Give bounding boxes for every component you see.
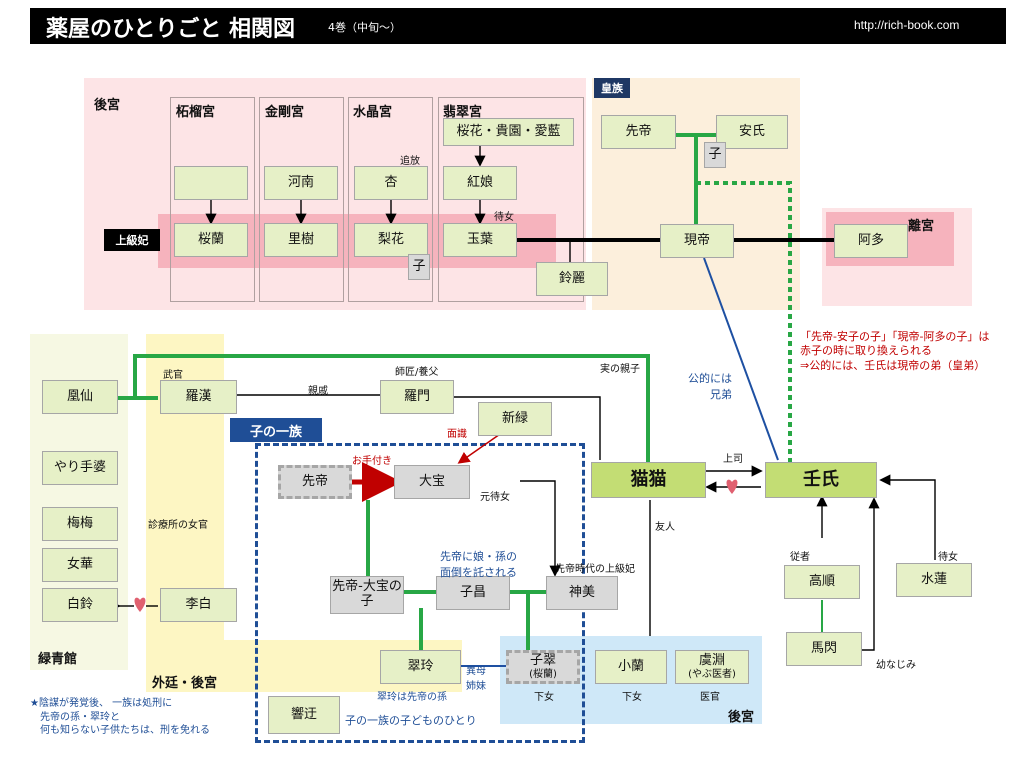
- person-suirei[interactable]: 翠玲: [380, 650, 461, 684]
- person-rakan[interactable]: 羅漢: [160, 380, 237, 414]
- note-swap: 「先帝-安子の子」「現帝-阿多の子」は 赤子の時に取り換えられる ⇒公的には、壬…: [800, 330, 990, 372]
- person-rihaku[interactable]: 李白: [160, 588, 237, 622]
- header-bar: [30, 8, 1006, 44]
- person-ata[interactable]: 阿多: [834, 224, 908, 258]
- person-suiren[interactable]: 水蓮: [896, 563, 972, 597]
- label-koyu: 皇族: [594, 78, 630, 98]
- label-jusha: 従者: [790, 552, 810, 563]
- label-kokyu-top: 後宮: [94, 98, 121, 113]
- label-jokyuhi: 上級妃: [104, 229, 160, 251]
- person-shinryoku[interactable]: 新緑: [478, 402, 552, 436]
- label-jijo1: 待女: [494, 212, 514, 223]
- person-maomao[interactable]: 猫猫: [591, 462, 706, 498]
- label-shinseki: 親戚: [308, 386, 328, 397]
- person-konyan[interactable]: 紅娘: [443, 166, 517, 200]
- label-bukan: 武官: [163, 370, 183, 381]
- label-kajo2: 下女: [622, 692, 642, 703]
- person-jinshi[interactable]: 壬氏: [765, 462, 877, 498]
- person-gyoen-note: (やぶ医者): [688, 668, 736, 680]
- person-shinbi[interactable]: 神美: [546, 576, 618, 610]
- person-anshi[interactable]: 安氏: [716, 115, 788, 149]
- label-joshi: 上司: [723, 454, 743, 465]
- palace-name-hisui: 翡翠宮: [443, 105, 483, 120]
- person-sentei-ichizoku[interactable]: 先帝: [278, 465, 352, 499]
- person-rika[interactable]: 梨花: [354, 223, 428, 257]
- label-kajo: 下女: [534, 692, 554, 703]
- person-sentei[interactable]: 先帝: [601, 115, 676, 149]
- label-jitsu-oyako: 実の親子: [600, 364, 640, 375]
- person-ouran[interactable]: 桜蘭: [174, 223, 248, 257]
- palace-name-sakuro: 柘榴宮: [176, 105, 216, 120]
- person-rinrei[interactable]: 鈴麗: [536, 262, 608, 296]
- label-suirei-note: 翠玲は先帝の孫: [377, 692, 447, 703]
- label-kokyu-bottom: 後宮: [728, 710, 755, 725]
- palace-name-kongo: 金剛宮: [265, 105, 305, 120]
- label-osananajimi: 幼なじみ: [876, 660, 916, 671]
- label-rokusei: 緑青館: [38, 652, 78, 667]
- person-ramon[interactable]: 羅門: [380, 380, 454, 414]
- person-pairin[interactable]: 白鈴: [42, 588, 118, 622]
- note-execution: ★陰謀が発覚後、 一族は処刑に 先帝の孫・翠玲と 何も知らない子供たちは、刑を免…: [30, 698, 210, 736]
- person-joka[interactable]: 女華: [42, 548, 118, 582]
- label-menshiki: 面識: [447, 429, 467, 440]
- palace-name-suisho: 水晶宮: [353, 105, 393, 120]
- label-ishi: 医官: [700, 692, 720, 703]
- person-sentei-taiho-child[interactable]: 先帝-大宝の子: [330, 576, 404, 614]
- person-anshi-child[interactable]: 子: [704, 142, 726, 168]
- site-url[interactable]: http://rich-book.com: [854, 18, 960, 32]
- label-rikyu: 離宮: [908, 219, 935, 234]
- page-subtitle: 4巻（中旬〜）: [328, 21, 401, 34]
- person-fuusen[interactable]: 凰仙: [42, 380, 118, 414]
- palace-suisho: [348, 97, 433, 302]
- person-kyo[interactable]: 杏: [354, 166, 428, 200]
- label-ko-no-ichizoku: 子の一族: [230, 418, 322, 442]
- person-hisui-maids[interactable]: 桜花・貴園・愛藍: [443, 118, 574, 146]
- label-ibo: 異母 姉妹: [466, 666, 486, 692]
- person-konan[interactable]: 河南: [264, 166, 338, 200]
- person-rika-child[interactable]: 子: [408, 254, 430, 280]
- person-taiho[interactable]: 大宝: [394, 465, 470, 499]
- label-shinryo-jo: 診療所の女官: [148, 520, 208, 531]
- person-sakuro-former[interactable]: [174, 166, 248, 200]
- person-gyoen[interactable]: 虞淵 (やぶ医者): [675, 650, 749, 684]
- label-jijo2: 待女: [938, 552, 958, 563]
- label-musume-mago: 先帝に娘・孫の 面倒を託される: [440, 550, 517, 579]
- person-riju[interactable]: 里樹: [264, 223, 338, 257]
- label-sentei-jidai: 先帝時代の上級妃: [555, 564, 635, 575]
- label-kyoukyou-note: 子の一族の子どものひとり: [345, 714, 477, 727]
- person-shisui-name: 子翠: [529, 652, 556, 668]
- person-shisui-alias: (桜蘭): [529, 668, 557, 680]
- palace-sakuro: [170, 97, 255, 302]
- person-gyokuyou[interactable]: 玉葉: [443, 223, 517, 257]
- label-gaitei: 外廷・後宮: [152, 676, 218, 691]
- page-title: 薬屋のひとりごと 相関図: [46, 17, 296, 42]
- person-gyoen-name: 虞淵: [698, 652, 725, 668]
- label-otetsuki: お手付き: [352, 456, 392, 467]
- person-gentei[interactable]: 現帝: [660, 224, 734, 258]
- person-basen[interactable]: 馬閃: [786, 632, 862, 666]
- person-meimei[interactable]: 梅梅: [42, 507, 118, 541]
- person-kyoukyou[interactable]: 響迂: [268, 696, 340, 734]
- label-koteki-ani: 公的には 兄弟: [688, 372, 732, 401]
- label-shisho-yofu: 師匠/養父: [395, 367, 439, 378]
- person-shisho[interactable]: 子昌: [436, 576, 510, 610]
- label-moto-jijo: 元待女: [480, 492, 510, 503]
- label-tsuiho: 追放: [400, 156, 420, 167]
- label-yujin: 友人: [655, 522, 675, 533]
- person-shisui[interactable]: 子翠 (桜蘭): [506, 650, 580, 684]
- palace-hisui: [438, 97, 584, 302]
- palace-kongo: [259, 97, 344, 302]
- person-yarite[interactable]: やり手婆: [42, 451, 118, 485]
- person-shoran[interactable]: 小蘭: [595, 650, 667, 684]
- person-gaoshun[interactable]: 高順: [784, 565, 860, 599]
